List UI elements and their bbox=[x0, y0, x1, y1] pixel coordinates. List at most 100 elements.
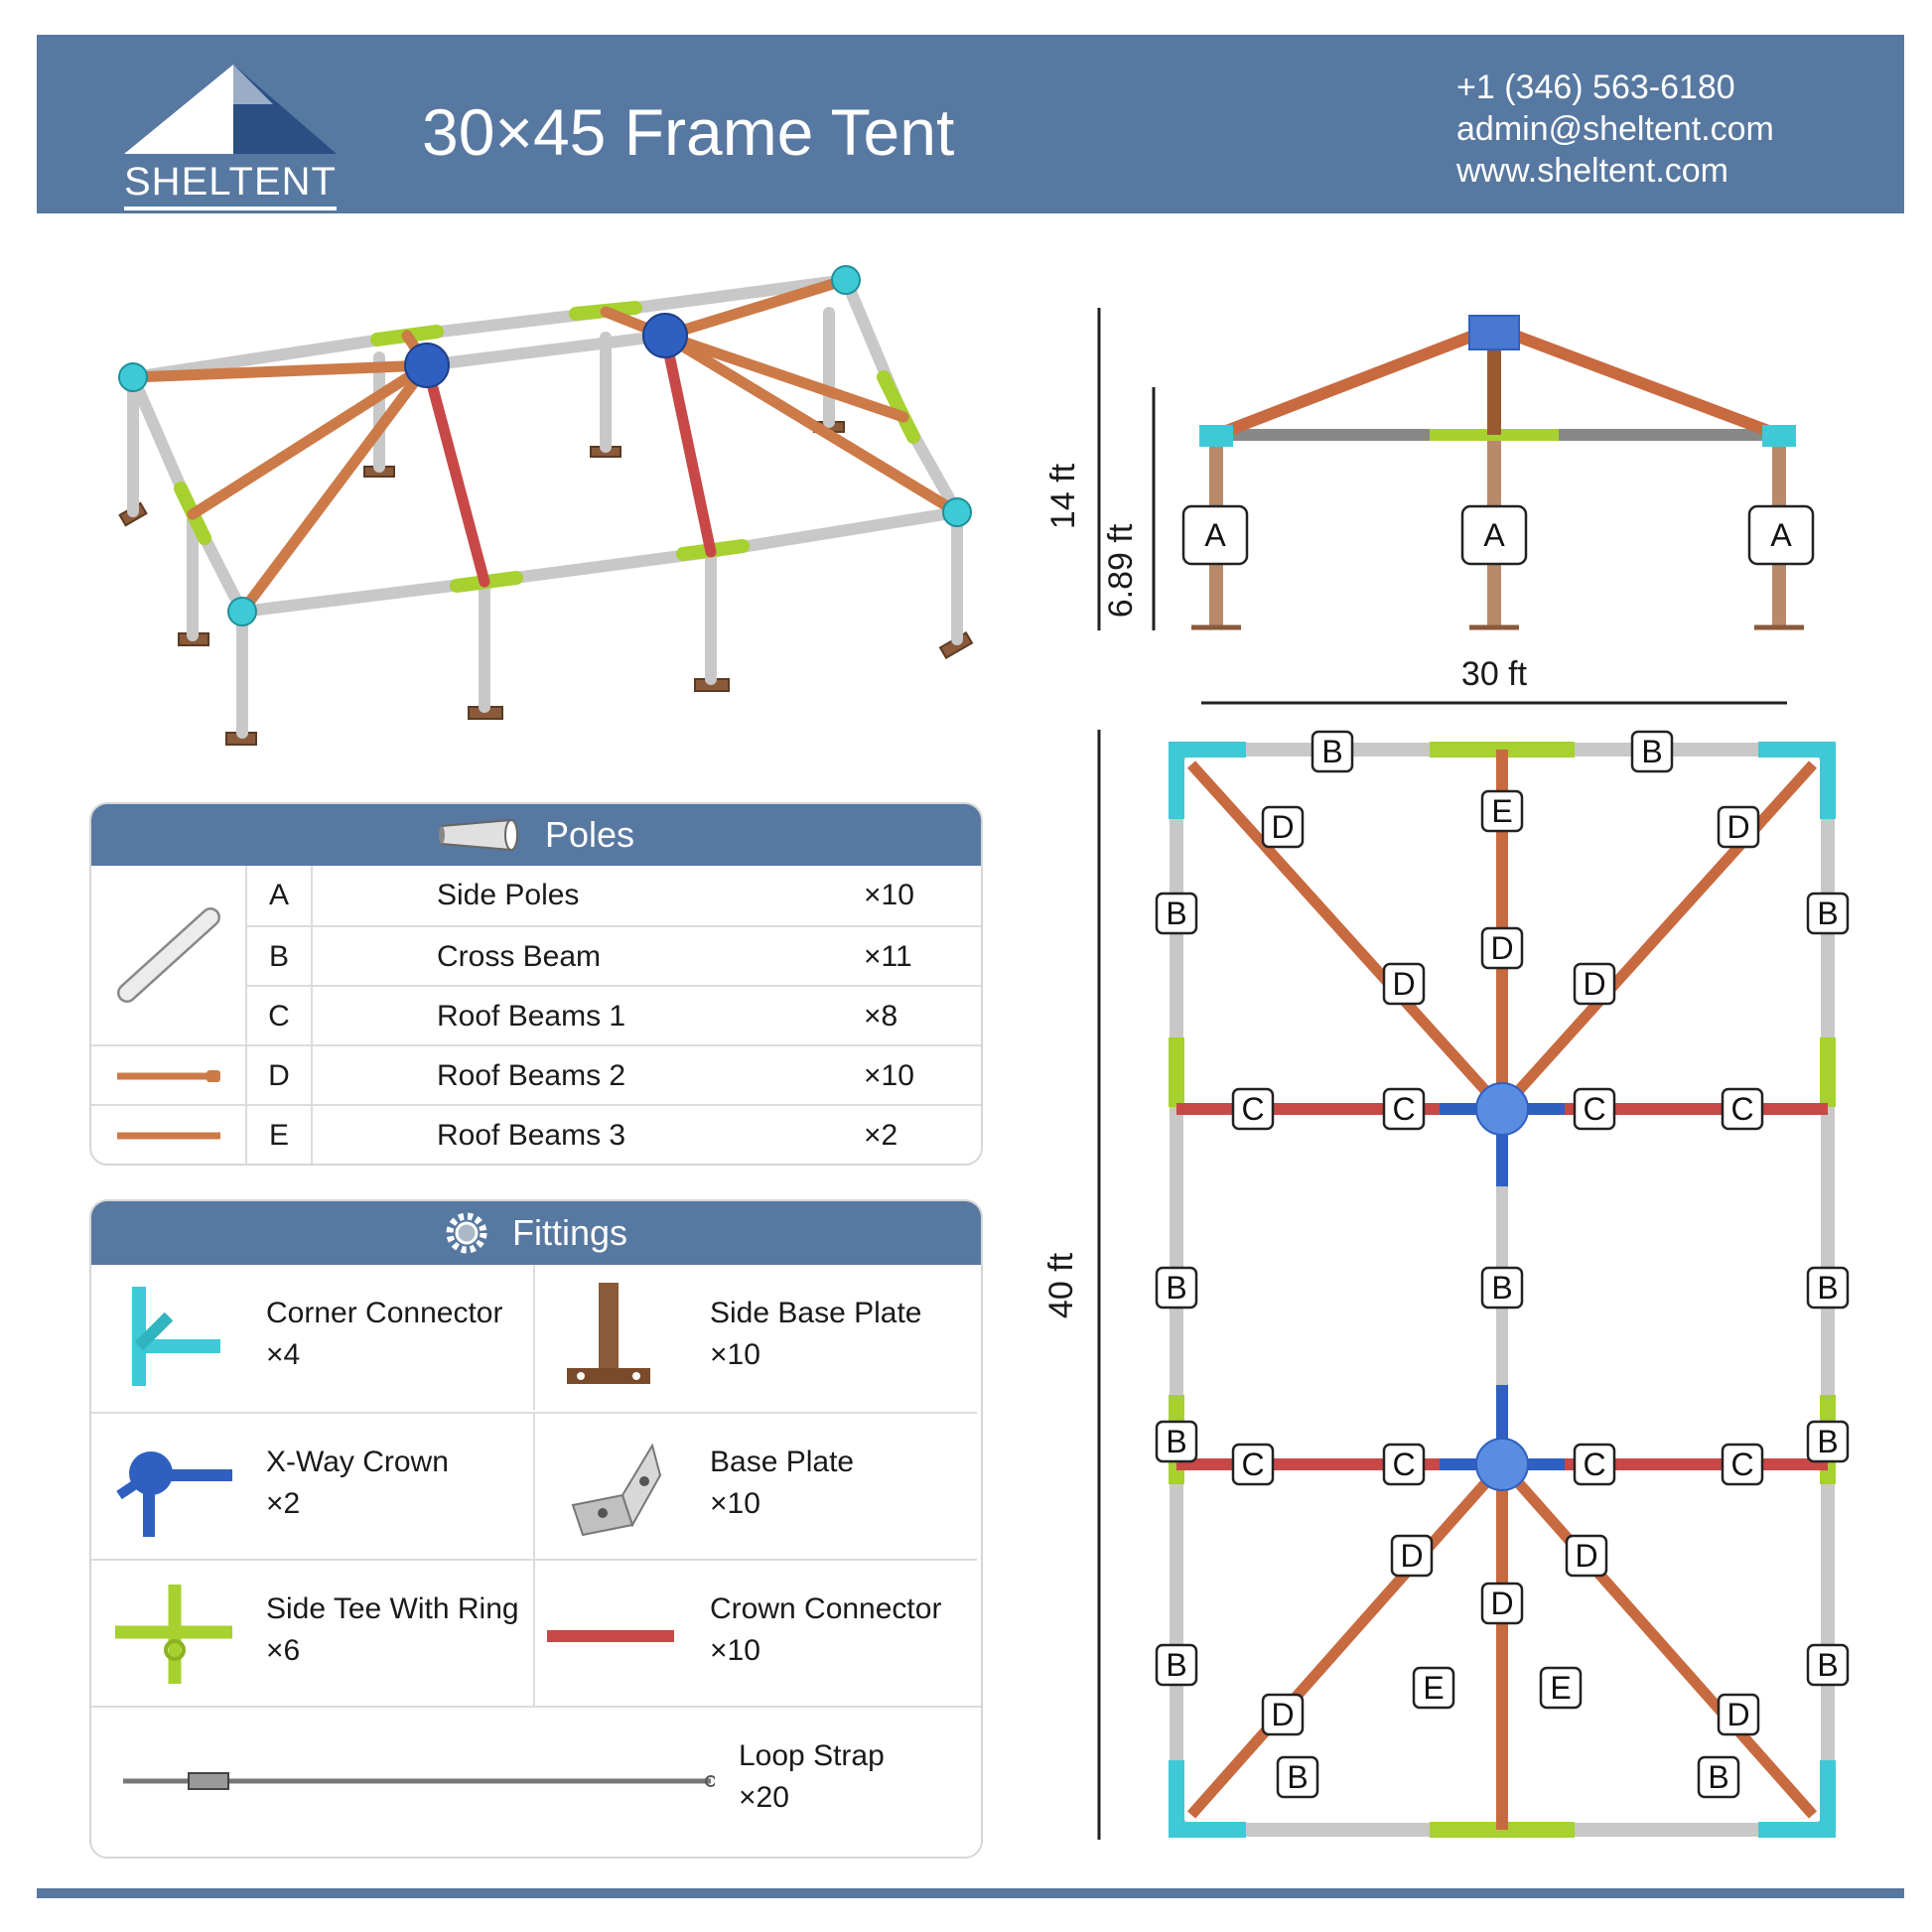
crown-icon bbox=[116, 1451, 232, 1537]
isometric-frame-view bbox=[118, 265, 974, 746]
beam-label-c: C bbox=[1721, 1087, 1764, 1131]
svg-text:C: C bbox=[1392, 1447, 1415, 1482]
pole-qty: ×2 bbox=[864, 1119, 898, 1152]
svg-text:B: B bbox=[1641, 734, 1662, 769]
svg-text:D: D bbox=[1490, 930, 1513, 966]
fitting-name: Side Base Plate bbox=[710, 1297, 922, 1329]
beam-label-b: B bbox=[1155, 892, 1198, 935]
beam-label-b: B bbox=[1806, 1266, 1850, 1310]
page-title: 30×45 Frame Tent bbox=[422, 95, 955, 169]
fitting-qty: ×10 bbox=[710, 1634, 760, 1667]
side-tee-icon bbox=[115, 1585, 232, 1684]
pole-label-a: A bbox=[1181, 504, 1249, 566]
logo-tent-icon bbox=[124, 65, 337, 154]
svg-text:E: E bbox=[1550, 1670, 1571, 1706]
loop-strap-icon bbox=[123, 1772, 715, 1790]
beam-label-d: D bbox=[1390, 1534, 1434, 1578]
plan-corner-fittings bbox=[1169, 742, 1836, 1838]
svg-text:B: B bbox=[1708, 1759, 1728, 1795]
pole-code: A bbox=[245, 866, 313, 925]
gear-icon bbox=[446, 1212, 487, 1254]
straight-pole-icon bbox=[117, 907, 220, 1003]
pole-code: D bbox=[245, 1046, 313, 1106]
beam-label-e: E bbox=[1539, 1666, 1583, 1710]
side-base-plate-icon bbox=[567, 1283, 650, 1384]
corner-connector-icon bbox=[132, 1287, 220, 1386]
fitting-qty: ×10 bbox=[710, 1487, 760, 1520]
beam-label-b: B bbox=[1697, 1755, 1740, 1799]
height-side-label: 6.89 ft bbox=[1102, 523, 1140, 618]
pole-row: E Roof Beams 3 ×2 bbox=[91, 1104, 981, 1164]
header-banner: SHELTENT 30×45 Frame Tent +1 (346) 563-6… bbox=[37, 35, 1904, 213]
fitting-name: Loop Strap bbox=[739, 1739, 885, 1772]
footer-bar bbox=[37, 1888, 1904, 1898]
pole-code: C bbox=[245, 987, 313, 1046]
beam-label-b: B bbox=[1155, 1266, 1198, 1310]
beam-label-d: D bbox=[1261, 805, 1305, 849]
phone-number[interactable]: +1 (346) 563-6180 bbox=[1456, 69, 1735, 106]
pole-name: Roof Beams 1 bbox=[437, 1000, 626, 1033]
svg-text:C: C bbox=[1241, 1091, 1264, 1127]
crown-fittings bbox=[404, 313, 688, 388]
svg-text:D: D bbox=[1726, 1697, 1749, 1732]
beam-label-c: C bbox=[1231, 1443, 1275, 1486]
pole-row: D Roof Beams 2 ×10 bbox=[91, 1044, 981, 1106]
fitting-cell: Corner Connector ×4 bbox=[91, 1265, 535, 1410]
height-total-label: 14 ft bbox=[1044, 463, 1082, 529]
beam-label-d: D bbox=[1565, 1534, 1608, 1578]
beam-label-b: B bbox=[1276, 1755, 1319, 1799]
plan-crowns bbox=[1475, 1082, 1529, 1491]
length-label: 40 ft bbox=[1042, 1252, 1080, 1318]
fitting-cell: Loop Strap ×20 bbox=[91, 1706, 981, 1853]
website-link[interactable]: www.sheltent.com bbox=[1456, 152, 1728, 190]
crown-connector-icon bbox=[547, 1630, 674, 1642]
fitting-qty: ×6 bbox=[266, 1634, 301, 1667]
beam-label-b: B bbox=[1155, 1420, 1198, 1463]
pole-name: Side Poles bbox=[437, 879, 580, 911]
beam-label-d: D bbox=[1717, 1693, 1760, 1736]
fitting-name: Side Tee With Ring bbox=[266, 1592, 519, 1625]
pole-qty: ×8 bbox=[864, 1000, 898, 1033]
email-link[interactable]: admin@sheltent.com bbox=[1456, 110, 1774, 148]
svg-text:A: A bbox=[1483, 517, 1505, 553]
fitting-cell: X-Way Crown ×2 bbox=[91, 1412, 535, 1559]
beam-label-c: C bbox=[1573, 1443, 1616, 1486]
svg-text:E: E bbox=[1423, 1670, 1444, 1706]
fitting-cell: Side Base Plate ×10 bbox=[535, 1265, 977, 1410]
svg-text:C: C bbox=[1241, 1447, 1264, 1482]
fitting-cell: Base Plate ×10 bbox=[535, 1412, 977, 1559]
pole-name: Roof Beams 3 bbox=[437, 1119, 626, 1152]
svg-text:A: A bbox=[1770, 517, 1792, 553]
fitting-qty: ×2 bbox=[266, 1487, 301, 1520]
svg-text:B: B bbox=[1817, 1424, 1838, 1459]
svg-text:B: B bbox=[1166, 1270, 1186, 1306]
fittings-header: Fittings bbox=[91, 1201, 981, 1265]
logo-text: SHELTENT bbox=[124, 160, 337, 204]
roof-beam-2-icon bbox=[117, 1070, 220, 1082]
svg-text:A: A bbox=[1204, 517, 1226, 553]
crown-connectors bbox=[421, 330, 717, 588]
pole-qty: ×10 bbox=[864, 879, 914, 911]
corner-fittings bbox=[118, 265, 972, 626]
fitting-cell: Side Tee With Ring ×6 bbox=[91, 1559, 535, 1706]
pole-image-cell bbox=[91, 866, 245, 1046]
svg-text:C: C bbox=[1583, 1447, 1605, 1482]
poles-header: Poles bbox=[91, 804, 981, 866]
svg-text:C: C bbox=[1730, 1091, 1753, 1127]
contact-block: +1 (346) 563-6180 admin@sheltent.com www… bbox=[1456, 67, 1774, 192]
sheltent-logo: SHELTENT bbox=[124, 65, 362, 210]
beam-label-c: C bbox=[1382, 1087, 1426, 1131]
poles-panel: Poles A Side Poles ×10 B Cross Beam ×11 … bbox=[89, 802, 983, 1166]
pole-row: A Side Poles ×10 bbox=[91, 866, 981, 925]
fitting-name: Crown Connector bbox=[710, 1592, 942, 1625]
beam-label-c: C bbox=[1231, 1087, 1275, 1131]
svg-text:B: B bbox=[1287, 1759, 1308, 1795]
pole-name: Cross Beam bbox=[437, 940, 602, 973]
beam-label-c: C bbox=[1721, 1443, 1764, 1486]
svg-text:E: E bbox=[1491, 793, 1512, 829]
beam-label-c: C bbox=[1573, 1087, 1616, 1131]
svg-text:B: B bbox=[1166, 1424, 1186, 1459]
beam-label-d: D bbox=[1480, 1582, 1524, 1625]
svg-text:C: C bbox=[1730, 1447, 1753, 1482]
beam-label-b: B bbox=[1806, 1420, 1850, 1463]
